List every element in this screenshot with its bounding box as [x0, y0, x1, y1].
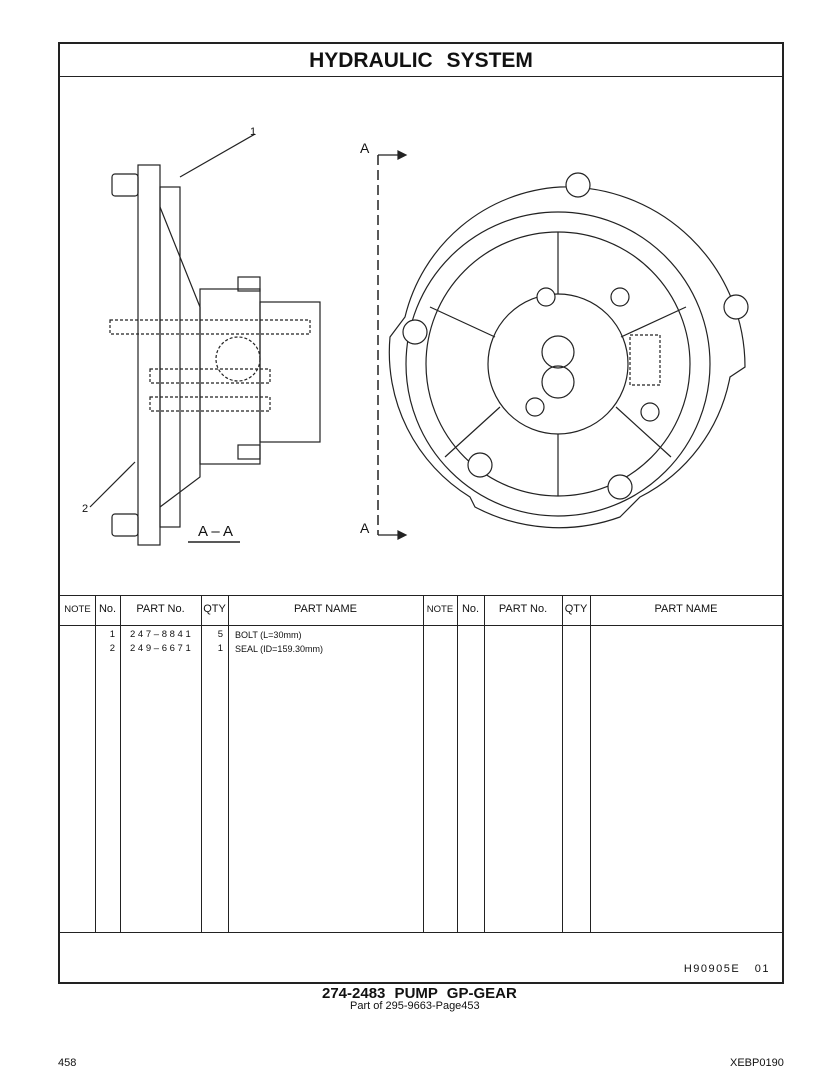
- row-qty: 5: [217, 629, 223, 640]
- col-divider: [562, 595, 563, 932]
- row-no: 2: [109, 643, 115, 654]
- page-number: 458: [58, 1057, 77, 1069]
- table-footer: H90905E 01: [60, 932, 782, 983]
- header-no-2: No.: [461, 603, 480, 615]
- header-part-name: PART NAME: [294, 603, 357, 615]
- header-part-name-2: PART NAME: [654, 603, 718, 615]
- row-part-name: BOLT (L=30mm): [235, 630, 302, 640]
- header-qty: QTY: [203, 603, 226, 615]
- callout-1: 1: [250, 126, 257, 138]
- col-divider: [120, 595, 121, 932]
- front-view: [388, 172, 749, 529]
- header-part-no-2: PART No.: [498, 603, 548, 615]
- side-section-view: [89, 133, 321, 546]
- header-qty-2: QTY: [564, 603, 588, 615]
- section-mark-bottom: A: [360, 520, 370, 536]
- section-label: A – A: [198, 523, 234, 540]
- col-divider: [423, 595, 424, 932]
- row-part-no: 2 4 9 – 6 6 7 1: [130, 643, 191, 654]
- header-part-no: PART No.: [136, 603, 185, 615]
- row-qty: 1: [217, 643, 223, 654]
- col-divider: [484, 595, 485, 932]
- callout-2: 2: [82, 503, 89, 515]
- row-part-name: SEAL (ID=159.30mm): [235, 644, 323, 654]
- col-divider: [590, 595, 591, 932]
- section-mark-top: A: [360, 140, 370, 156]
- part-group-title: 274-2483 PUMP GP-GEAR: [322, 985, 517, 1002]
- row-no: 1: [109, 629, 115, 640]
- col-divider: [95, 595, 96, 932]
- part-of-reference: Part of 295-9663-Page453: [350, 1000, 480, 1012]
- exploded-drawing: 1 2 A A A – A: [60, 77, 782, 595]
- col-divider: [457, 595, 458, 932]
- col-divider: [201, 595, 202, 932]
- illustration-code: H90905E 01: [683, 963, 770, 975]
- section-line: [377, 150, 408, 540]
- parts-page-frame: HYDRAULIC SYSTEM: [58, 42, 784, 984]
- col-divider: [228, 595, 229, 932]
- table-header: [60, 595, 782, 626]
- row-part-no: 2 4 7 – 8 8 4 1: [130, 629, 191, 640]
- header-note-2: NOTE: [426, 604, 454, 615]
- page-title: HYDRAULIC SYSTEM: [60, 44, 782, 77]
- header-note: NOTE: [64, 604, 91, 615]
- header-no: No.: [98, 603, 117, 615]
- document-code: XEBP0190: [730, 1057, 784, 1069]
